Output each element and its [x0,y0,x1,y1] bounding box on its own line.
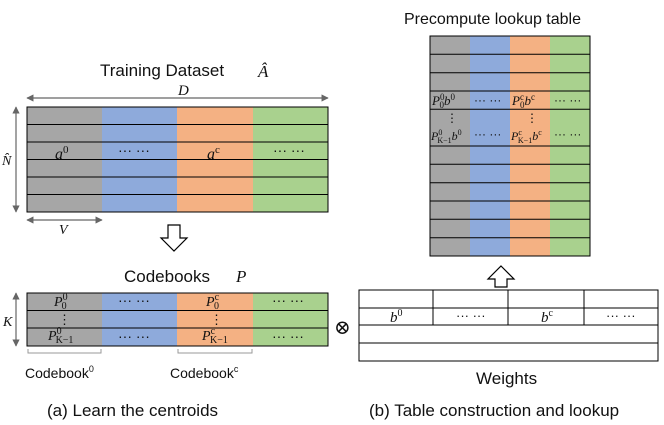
k-dimension-label: K [2,315,13,330]
codebook0-bracket [27,349,102,354]
up-arrow-icon [486,265,516,288]
dataset-ac: ac [207,144,220,163]
d-dimension-label: D [177,83,189,99]
weights-table [358,289,659,362]
weights-bc: bc [541,308,554,326]
codebooks-symbol: P [235,267,246,286]
codebook0-vdots: ⋮ [58,312,71,327]
lookup-table-grid [429,35,591,257]
n-dimension-label: N̂ [1,153,12,169]
codebook-column-orange [177,293,253,346]
codebook-dots-green-1: ··· ··· [272,292,304,308]
lookup-table-title: Precompute lookup table [404,11,581,28]
codebook-dots-blue-2: ··· ··· [118,328,150,344]
training-dataset-grid [26,106,329,213]
codebookc-label: Codebookc [170,364,239,381]
lookup-vdots-orange: ⋮ [526,111,538,125]
caption-b: (b) Table construction and lookup [369,401,619,420]
v-dimension-label: V [59,223,69,238]
codebookc-vdots: ⋮ [210,312,223,327]
down-arrow-icon [159,224,189,252]
lookup-vdots-gray: ⋮ [446,111,458,125]
weights-dots-1: ··· ··· [456,308,486,323]
training-dataset-symbol: Â [257,62,269,81]
dataset-a0: a0 [55,144,69,163]
dataset-dots-2: ··· ··· [273,142,305,158]
codebook-column-gray [27,293,102,346]
caption-a: (a) Learn the centroids [47,401,218,420]
codebook-column-green [253,293,328,346]
lookup-dots-green-2: ··· ··· [554,127,581,141]
codebook0-label: Codebook0 [25,364,94,381]
codebook-dots-green-2: ··· ··· [272,328,304,344]
codebook-column-blue [102,293,177,346]
lookup-dots-blue-2: ··· ··· [474,127,501,141]
codebooks-grid [26,292,329,347]
tensor-product-icon: ⊗ [334,317,351,339]
weights-dots-2: ··· ··· [606,308,636,323]
lookup-dots-green-1: ··· ··· [554,93,581,107]
codebookc-bracket [177,349,253,354]
codebook-dots-blue-1: ··· ··· [118,292,150,308]
weights-b0: b0 [390,308,403,326]
lookup-dots-blue-1: ··· ··· [474,93,501,107]
dataset-dots-1: ··· ··· [118,142,150,158]
training-dataset-title: Training Dataset [100,61,224,80]
codebooks-title: Codebooks [124,267,210,286]
weights-label: Weights [476,369,537,388]
